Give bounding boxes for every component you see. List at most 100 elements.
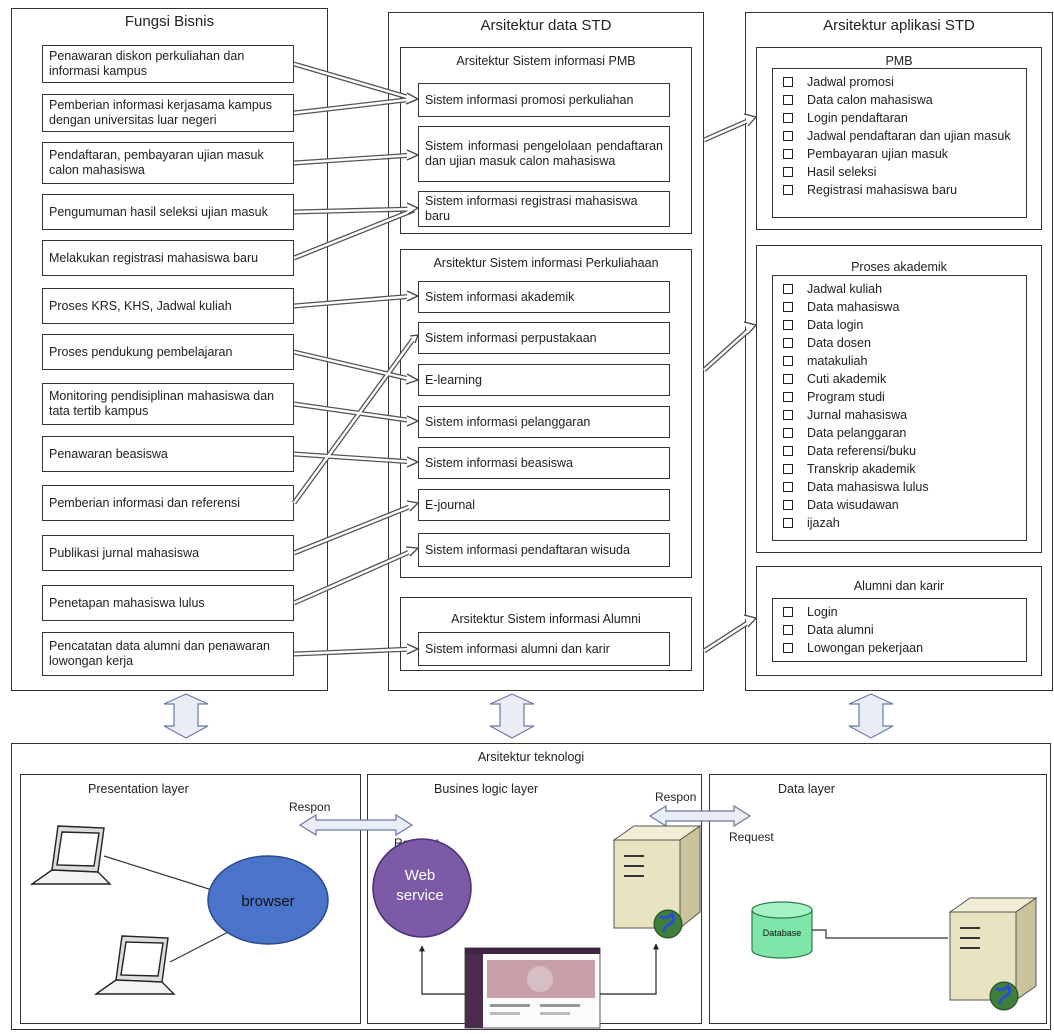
fungsi-item: Monitoring pendisiplinan mahasiswa dan t… [42, 383, 294, 425]
fungsi-item: Pencatatan data alumni dan penawaran low… [42, 632, 294, 676]
double-arrow-icon [163, 693, 894, 739]
server-icon [612, 825, 702, 930]
data-layer-label: Data layer [778, 782, 835, 796]
arsitektur-teknologi-title: Arsitektur teknologi [477, 750, 585, 764]
laptop-icon [93, 935, 176, 995]
list-item: ijazah [781, 514, 1018, 532]
checkbox-icon [783, 302, 793, 312]
fungsi-item: Pemberian informasi dan referensi [42, 485, 294, 521]
respon-label-1: Respon [289, 800, 331, 814]
checkbox-icon [783, 464, 793, 474]
data-item: Sistem informasi pendaftaran wisuda [418, 533, 670, 567]
checkbox-icon [783, 607, 793, 617]
website-thumbnail [464, 947, 601, 1029]
checkbox-icon [783, 518, 793, 528]
checkbox-icon [783, 77, 793, 87]
list-item: Data pelanggaran [781, 424, 1018, 442]
respon-label-2: Respon [655, 790, 697, 804]
presentation-layer-label: Presentation layer [88, 782, 189, 796]
arsitektur-aplikasi-title: Arsitektur aplikasi STD [823, 17, 975, 34]
list-item: Transkrip akademik [781, 460, 1018, 478]
data-item: Sistem informasi registrasi mahasiswa ba… [418, 191, 670, 227]
business-layer-label: Busines logic layer [434, 782, 539, 796]
checkbox-icon [783, 95, 793, 105]
list-item: Data wisudawan [781, 496, 1018, 514]
globe-icon [989, 981, 1019, 1011]
checkbox-icon [783, 185, 793, 195]
list-item: Jadwal promosi [781, 73, 1018, 91]
database-icon [751, 901, 813, 959]
data-group-title: Arsitektur Sistem informasi Perkuliahaan [433, 256, 659, 270]
list-item: Registrasi mahasiswa baru [781, 181, 1018, 199]
laptop-icon [29, 825, 112, 885]
fungsi-item: Pengumuman hasil seleksi ujian masuk [42, 194, 294, 230]
checkbox-icon [783, 500, 793, 510]
data-item: Sistem informasi promosi perkuliahan [418, 83, 670, 117]
app-group-pmb: PMB [756, 47, 1042, 230]
web-service-label-2: service [396, 887, 444, 904]
data-group-title: Arsitektur Sistem informasi Alumni [451, 612, 641, 626]
list-item: Cuti akademik [781, 370, 1018, 388]
list-item: Data referensi/buku [781, 442, 1018, 460]
request-label-2: Request [729, 830, 774, 844]
checkbox-icon [783, 374, 793, 384]
list-item: Data calon mahasiswa [781, 91, 1018, 109]
list-item: Login pendaftaran [781, 109, 1018, 127]
checkbox-icon [783, 446, 793, 456]
data-item: Sistem informasi perpustakaan [418, 322, 670, 354]
fungsi-item: Publikasi jurnal mahasiswa [42, 535, 294, 571]
app-list-alumni: Login Data alumni Lowongan pekerjaan [772, 598, 1027, 662]
data-item: Sistem informasi pengelolaan pendaftaran… [418, 126, 670, 182]
database-label: Database [763, 928, 802, 938]
checkbox-icon [783, 131, 793, 141]
data-item: Sistem informasi akademik [418, 281, 670, 313]
list-item: Data mahasiswa lulus [781, 478, 1018, 496]
fungsi-item: Pendaftaran, pembayaran ujian masuk calo… [42, 142, 294, 184]
list-item: Jadwal pendaftaran dan ujian masuk [781, 127, 1018, 145]
app-group-alumni: Alumni dan karir [756, 566, 1042, 676]
list-item: Jadwal kuliah [781, 280, 1018, 298]
checkbox-icon [783, 167, 793, 177]
data-group-title: Arsitektur Sistem informasi PMB [456, 54, 636, 68]
checkbox-icon [783, 482, 793, 492]
fungsi-item: Pemberian informasi kerjasama kampus den… [42, 94, 294, 132]
app-group-title: PMB [885, 54, 913, 68]
list-item: Data mahasiswa [781, 298, 1018, 316]
fungsi-item: Penawaran diskon perkuliahan dan informa… [42, 45, 294, 83]
list-item: Data dosen [781, 334, 1018, 352]
list-item: matakuliah [781, 352, 1018, 370]
browser-label: browser [241, 893, 294, 910]
checkbox-icon [783, 356, 793, 366]
checkbox-icon [783, 284, 793, 294]
data-item: E-journal [418, 489, 670, 521]
fungsi-item: Penetapan mahasiswa lulus [42, 585, 294, 621]
list-item: Pembayaran ujian masuk [781, 145, 1018, 163]
connector-arrows [291, 61, 758, 657]
data-item: Sistem informasi pelanggaran [418, 406, 670, 438]
app-list-akademik: Jadwal kuliah Data mahasiswa Data login … [772, 275, 1027, 541]
checkbox-icon [783, 410, 793, 420]
list-item: Program studi [781, 388, 1018, 406]
fungsi-item: Proses KRS, KHS, Jadwal kuliah [42, 288, 294, 324]
app-group-title: Alumni dan karir [853, 579, 945, 593]
double-arrow-icon [298, 804, 752, 837]
fungsi-item: Melakukan registrasi mahasiswa baru [42, 240, 294, 276]
app-group-akademik: Proses akademik [756, 245, 1042, 553]
arsitektur-data-title: Arsitektur data STD [480, 17, 612, 34]
list-item: Login [781, 603, 1018, 621]
checkbox-icon [783, 149, 793, 159]
globe-icon [653, 909, 683, 939]
checkbox-icon [783, 392, 793, 402]
fungsi-bisnis-title: Fungsi Bisnis [124, 13, 215, 30]
list-item: Hasil seleksi [781, 163, 1018, 181]
data-item: Sistem informasi beasiswa [418, 447, 670, 479]
list-item: Lowongan pekerjaan [781, 639, 1018, 657]
checkbox-icon [783, 625, 793, 635]
checkbox-icon [783, 113, 793, 123]
checkbox-icon [783, 320, 793, 330]
web-service-label-1: Web [405, 867, 436, 884]
server-icon [948, 897, 1038, 1001]
data-item: Sistem informasi alumni dan karir [418, 632, 670, 666]
list-item: Data alumni [781, 621, 1018, 639]
